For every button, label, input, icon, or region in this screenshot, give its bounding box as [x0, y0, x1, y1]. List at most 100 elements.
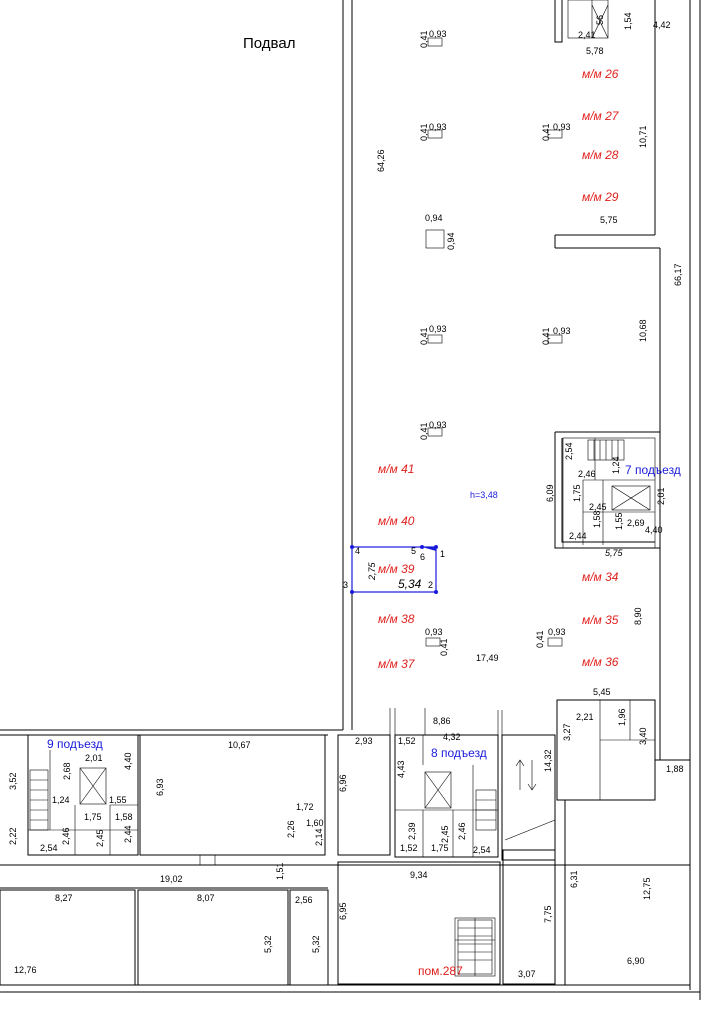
point-label: 6 — [420, 552, 425, 562]
dim: 12,75 — [642, 877, 652, 900]
dim: 0,94 — [446, 232, 456, 250]
dim: 6,31 — [569, 870, 579, 888]
dim: 1,54 — [623, 12, 633, 30]
point-label: 4 — [355, 546, 360, 556]
dim: 12,76 — [14, 965, 37, 975]
dim: 0,93 — [548, 627, 566, 637]
dim: 2,93 — [355, 736, 373, 746]
dim: 4,43 — [396, 760, 406, 778]
dim: 9,34 — [410, 870, 428, 880]
dim: 2,56 — [295, 895, 313, 905]
dim: 6,93 — [155, 778, 165, 796]
dim: 7,75 — [543, 905, 553, 923]
dim: 1,96 — [617, 708, 627, 726]
dim: 0,41 — [541, 327, 551, 345]
selected-parking-outline[interactable] — [350, 545, 438, 594]
dim: 3,52 — [8, 772, 18, 790]
parking-spot-label: м/м 35 — [582, 613, 619, 627]
dim: 8,07 — [197, 893, 215, 903]
dim: 10,67 — [228, 740, 251, 750]
dim: 6,95 — [338, 902, 348, 920]
dim: 0,41 — [535, 630, 545, 648]
dim: 0,93 — [553, 122, 571, 132]
dim: 5,32 — [263, 935, 273, 953]
parking-spot-label: м/м 27 — [582, 109, 620, 123]
dim: 8,86 — [433, 716, 451, 726]
dim: 2,21 — [576, 712, 594, 722]
dim: 0,93 — [429, 324, 447, 334]
dim: 66,17 — [673, 263, 683, 286]
dim: 4,40 — [645, 525, 663, 535]
dim: 10,71 — [638, 125, 648, 148]
selection-length: 5,34 — [398, 577, 422, 591]
dim: 1,88 — [666, 764, 684, 774]
parking-spot-label: м/м 28 — [582, 148, 619, 162]
dim: 1,75 — [84, 812, 102, 822]
dim: 1,24 — [52, 795, 70, 805]
ramp-arrow-icon — [515, 759, 537, 791]
selection-annotations: 5,34 1 2 3 4 5 6 — [343, 546, 445, 591]
dim: 2,39 — [407, 822, 417, 840]
dim: 2,54 — [473, 845, 491, 855]
dim: 2,44 — [569, 531, 587, 541]
dim: 2,54 — [564, 442, 574, 460]
dim: 0,41 — [541, 123, 551, 141]
room-marker-icon — [425, 37, 563, 647]
dim: 0,94 — [425, 213, 443, 223]
stairs-icon — [29, 439, 625, 975]
dim: 5,45 — [593, 687, 611, 697]
point-label: 1 — [440, 549, 445, 559]
dim: 1,52 — [398, 736, 416, 746]
parking-labels: м/м 26 м/м 27 м/м 28 м/м 29 м/м 41 м/м 4… — [378, 67, 620, 671]
dim: 0,93 — [425, 627, 443, 637]
dim: 17,49 — [476, 653, 499, 663]
dim: 2,01 — [85, 753, 103, 763]
dim: 6,96 — [338, 774, 348, 792]
dim: 8,90 — [633, 607, 643, 625]
parking-spot-label: м/м 36 — [582, 655, 619, 669]
entrance-9-label: 9 подъезд — [47, 737, 103, 751]
dim: 1,52 — [400, 843, 418, 853]
dim: 4,42 — [653, 20, 671, 30]
dim: 2,45 — [95, 829, 105, 847]
parking-spot-label: м/м 41 — [378, 462, 414, 476]
dim: 14,32 — [543, 749, 553, 772]
entrance-8-label: 8 подъезд — [431, 746, 487, 760]
dim: 3,07 — [518, 969, 536, 979]
dim: 6,90 — [627, 956, 645, 966]
dim: 2,01 — [656, 487, 666, 505]
dim: 0,41 — [439, 638, 449, 656]
elevator-icon — [79, 485, 651, 809]
dim: 10,68 — [638, 319, 648, 342]
dim: 1,58 — [115, 812, 133, 822]
vertical-dimension-labels: 0,41 0,41 0,41 0,94 0,41 0,41 0,41 0,41 … — [8, 12, 683, 953]
parking-spot-label: м/м 34 — [582, 570, 619, 584]
dim: 1,58 — [592, 510, 602, 528]
dim: 2,45 — [440, 825, 450, 843]
dim: 2,68 — [62, 762, 72, 780]
dim: 3,27 — [562, 723, 572, 741]
entrance-7-label: 7 подъезд — [625, 463, 681, 477]
dim: 3,40 — [638, 727, 648, 745]
dim: 64,26 — [376, 149, 386, 172]
dim: 1,75 — [431, 843, 449, 853]
dim: 2,14 — [314, 828, 324, 846]
parking-spot-label: м/м 40 — [378, 514, 415, 528]
dim: 56 — [595, 15, 605, 25]
dim: 19,02 — [160, 874, 183, 884]
dim: 2,44 — [123, 825, 133, 843]
parking-spot-label: м/м 39 — [378, 562, 415, 576]
point-label: 2 — [428, 580, 433, 590]
dim: 0,93 — [429, 122, 447, 132]
dim: 8,27 — [55, 893, 73, 903]
dim: 1,24 — [611, 456, 621, 474]
point-label: 5 — [411, 546, 416, 556]
dim: 1,51 — [275, 862, 285, 880]
dim: 4,32 — [443, 732, 461, 742]
dim: 1,75 — [572, 484, 582, 502]
parking-spot-label: м/м 26 — [582, 67, 619, 81]
dim: 0,93 — [553, 326, 571, 336]
parking-spot-label: м/м 29 — [582, 190, 619, 204]
walls — [0, 0, 701, 1000]
